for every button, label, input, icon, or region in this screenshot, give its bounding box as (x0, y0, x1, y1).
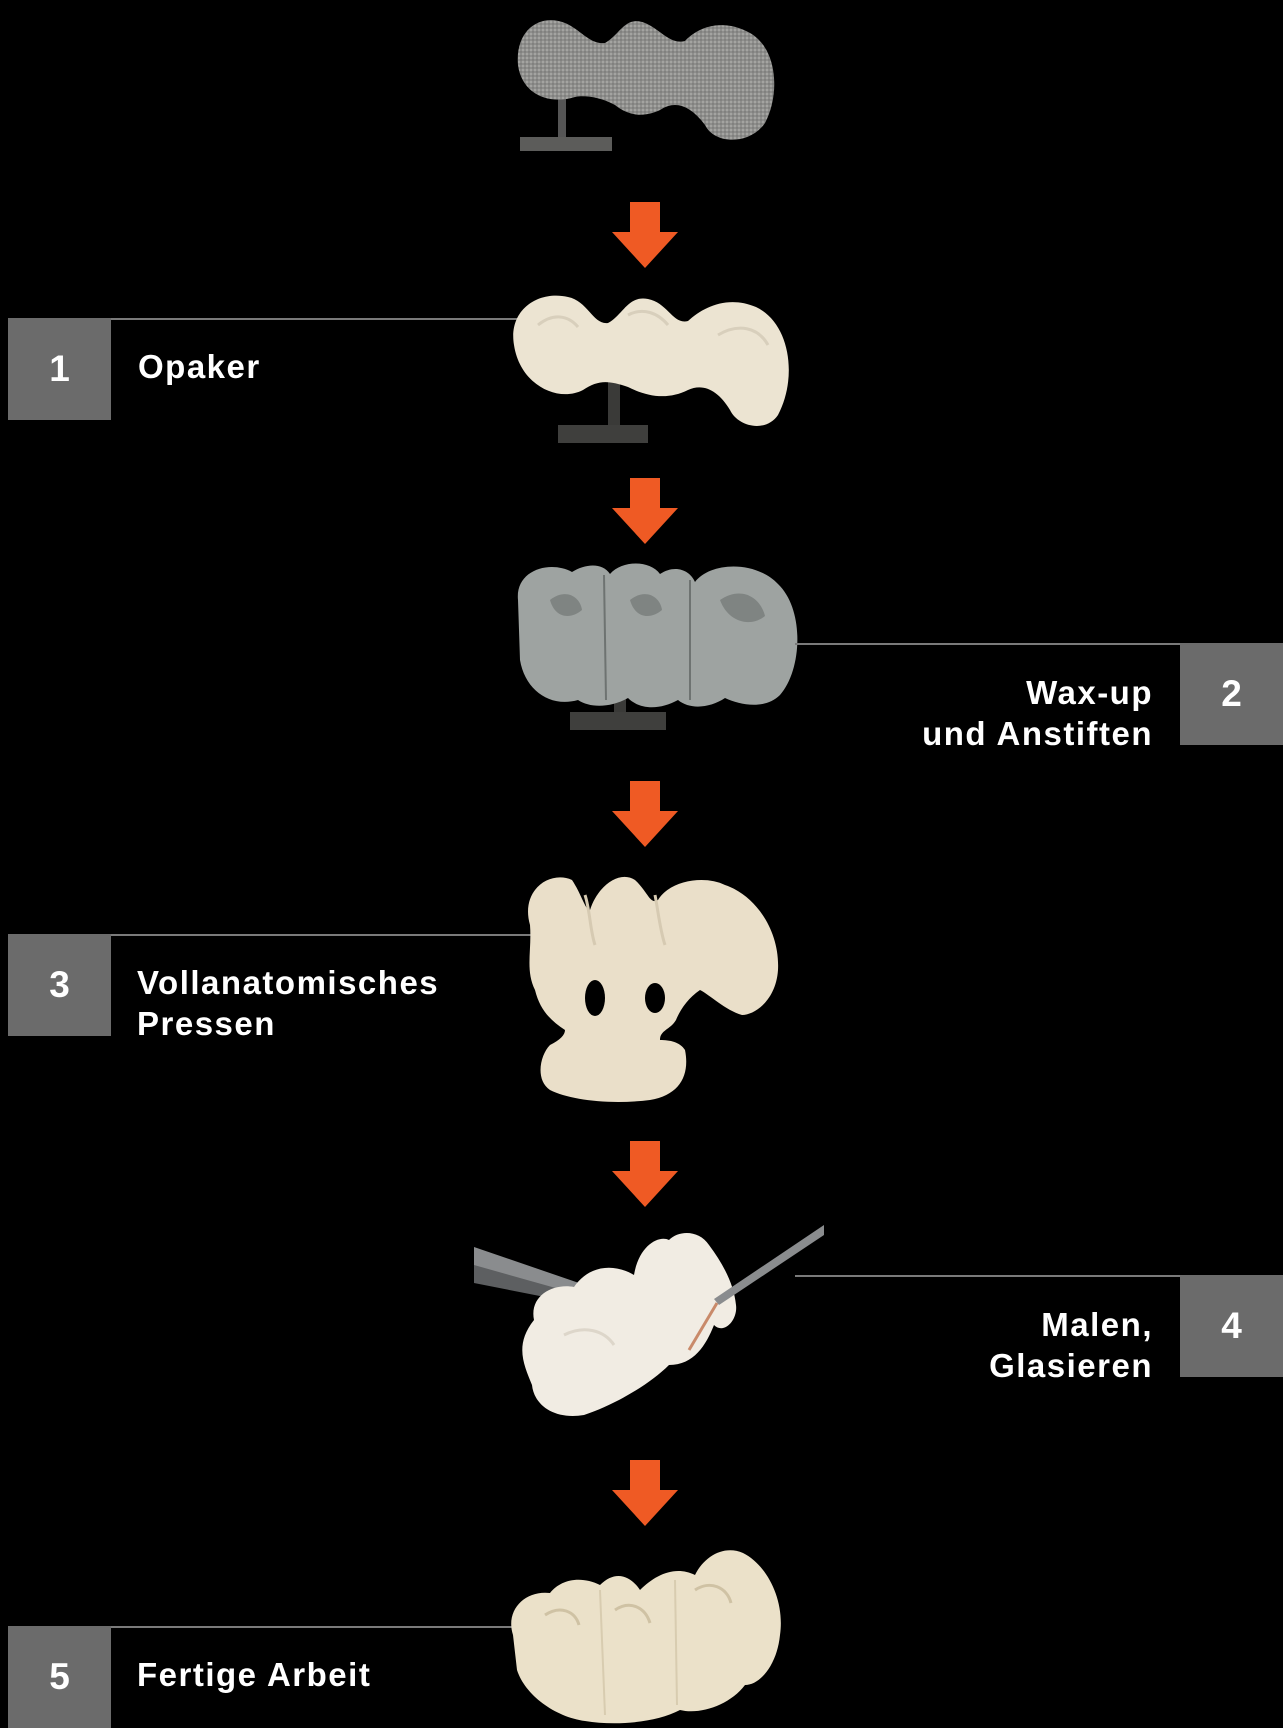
down-arrow-icon (610, 781, 680, 847)
step-label-3: Vollanatomisches Pressen (137, 962, 439, 1044)
step-number-badge-2: 2 (1180, 643, 1283, 745)
step-number-badge-4: 4 (1180, 1275, 1283, 1377)
finished-bridge-image (505, 1545, 795, 1726)
pressed-bridge-image (510, 870, 790, 1105)
step-number-badge-1: 1 (8, 318, 111, 420)
step-label-4: Malen, Glasieren (989, 1304, 1153, 1386)
leader-line-4 (795, 1275, 1180, 1277)
down-arrow-icon (610, 202, 680, 268)
down-arrow-icon (610, 1141, 680, 1207)
step-number-badge-3: 3 (8, 934, 111, 1036)
step-label-1: Opaker (138, 346, 261, 387)
wax-up-image (510, 560, 810, 760)
leader-line-1 (110, 318, 537, 320)
down-arrow-icon (610, 478, 680, 544)
leader-line-5 (110, 1626, 535, 1628)
step-label-2: Wax-up und Anstiften (922, 672, 1153, 754)
leader-line-2 (795, 643, 1180, 645)
painting-glazing-image (474, 1225, 824, 1425)
down-arrow-icon (610, 1460, 680, 1526)
leader-line-3 (110, 934, 535, 936)
metal-framework-image (510, 5, 790, 175)
step-number-badge-5: 5 (8, 1626, 111, 1728)
opaque-framework-image (508, 285, 798, 460)
step-label-5: Fertige Arbeit (137, 1654, 371, 1695)
